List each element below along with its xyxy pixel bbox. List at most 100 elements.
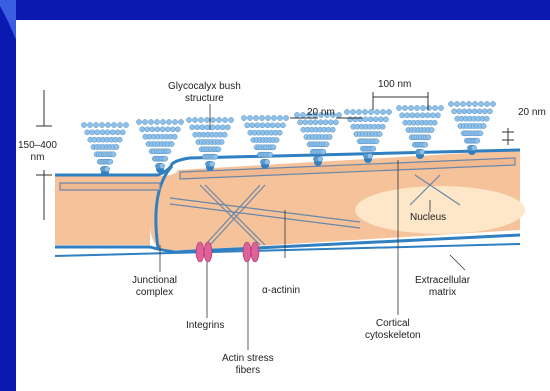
bush-bead — [280, 123, 285, 128]
bush-bead — [430, 113, 435, 118]
bush-bead — [472, 145, 477, 150]
bush-bead — [140, 127, 145, 132]
bush-bead — [466, 101, 471, 106]
neighbor-cell — [55, 200, 150, 245]
bush-bead — [253, 115, 258, 120]
bush-bead — [298, 120, 303, 125]
bush-bead — [136, 119, 141, 124]
bush-bead — [420, 105, 425, 110]
bush-bead — [108, 159, 113, 164]
bush-bead — [205, 125, 210, 130]
bush-bead — [432, 105, 437, 110]
label-stress-line2: fibers — [222, 365, 274, 377]
bush-bead — [373, 117, 378, 122]
bush-bead — [303, 120, 308, 125]
bush-bead — [283, 115, 288, 120]
bush-bead — [378, 117, 383, 122]
label-integrins: Integrins — [186, 320, 224, 332]
bush-bead — [371, 146, 376, 151]
bush-bead — [344, 109, 349, 114]
bush-bead — [95, 130, 100, 135]
bush-bead — [467, 109, 472, 114]
bush-bead — [175, 127, 180, 132]
label-junctional-line1: Junctional — [132, 275, 177, 287]
bush-bead — [333, 120, 338, 125]
bush-bead — [170, 127, 175, 132]
bush-bead — [460, 101, 465, 106]
label-glycocalyx: Glycocalyx bush structure — [168, 81, 241, 105]
bush-bead — [358, 117, 363, 122]
label-thickness: 150–400 nm — [18, 140, 57, 164]
bush-bead — [90, 130, 95, 135]
label-cortical-line1: Cortical — [365, 318, 421, 330]
label-glycocalyx-line1: Glycocalyx bush — [168, 81, 241, 93]
bush-bead — [435, 113, 440, 118]
bush-bead — [93, 122, 98, 127]
label-ecm-line1: Extracellular — [415, 275, 470, 287]
label-cortical-line2: cytoskeleton — [365, 330, 421, 342]
bush-bead — [277, 115, 282, 120]
bush-bead — [457, 109, 462, 114]
bush-bead — [328, 120, 333, 125]
bush-bead — [368, 153, 373, 158]
bush-bead — [198, 117, 203, 122]
bush-bead — [105, 130, 110, 135]
bush-bead — [330, 127, 335, 132]
bush-bead — [348, 117, 353, 122]
bush-bead — [87, 122, 92, 127]
label-thickness-line1: 150–400 — [18, 140, 57, 152]
bush-bead — [432, 120, 437, 125]
bush-bead — [478, 131, 483, 136]
bush-bead — [222, 132, 227, 137]
bush-bead — [145, 127, 150, 132]
bush-bead — [160, 163, 165, 168]
bush-bead — [454, 101, 459, 106]
bush-bead — [255, 123, 260, 128]
bush-bead — [438, 105, 443, 110]
bush-bead — [274, 137, 279, 142]
bush-bead — [452, 109, 457, 114]
bush-bead — [172, 119, 177, 124]
label-20nm-top: 20 nm — [307, 107, 335, 119]
bush-bead — [374, 139, 379, 144]
label-nucleus: Nucleus — [410, 212, 446, 224]
bush-bead — [195, 125, 200, 130]
bush-bead — [190, 125, 195, 130]
bush-bead — [105, 166, 110, 171]
bush-bead — [110, 130, 115, 135]
bush-bead — [396, 105, 401, 110]
label-junctional-complex: Junctional complex — [132, 275, 177, 299]
bush-bead — [204, 117, 209, 122]
bush-bead — [477, 109, 482, 114]
bush-bead — [484, 101, 489, 106]
bush-bead — [245, 123, 250, 128]
bush-bead — [216, 117, 221, 122]
bush-bead — [85, 130, 90, 135]
bush-bead — [166, 149, 171, 154]
bush-bead — [111, 152, 116, 157]
bush-bead — [327, 134, 332, 139]
bush-bead — [420, 149, 425, 154]
bush-bead — [165, 127, 170, 132]
bush-bead — [250, 123, 255, 128]
bush-bead — [277, 130, 282, 135]
bush-bead — [115, 130, 120, 135]
bush-bead — [420, 113, 425, 118]
corner-accent — [0, 0, 16, 40]
bush-bead — [155, 127, 160, 132]
bush-bead — [318, 156, 323, 161]
bush-bead — [123, 122, 128, 127]
bush-bead — [117, 122, 122, 127]
bush-bead — [386, 109, 391, 114]
label-extracellular-matrix: Extracellular matrix — [415, 275, 470, 299]
bush-bead — [271, 115, 276, 120]
bush-bead — [225, 125, 230, 130]
bush-bead — [429, 127, 434, 132]
bush-bead — [111, 122, 116, 127]
bush-bead — [380, 109, 385, 114]
label-20nm-right: 20 nm — [518, 107, 546, 119]
label-thickness-line2: nm — [18, 152, 57, 164]
bush-bead — [81, 122, 86, 127]
bush-bead — [259, 115, 264, 120]
